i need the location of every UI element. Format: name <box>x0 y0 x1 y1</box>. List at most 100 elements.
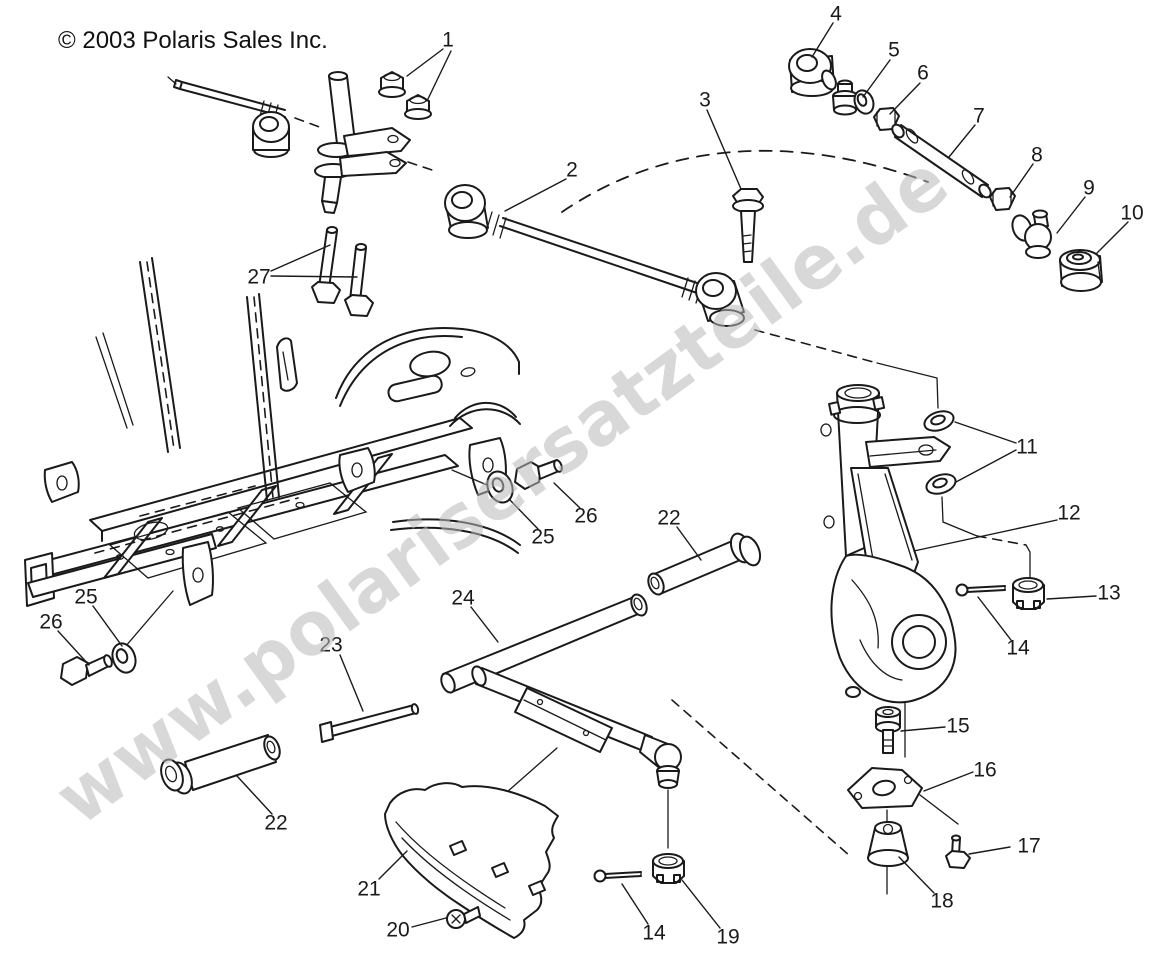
leader-line-10 <box>1096 221 1129 254</box>
leader-line-13 <box>1046 595 1097 600</box>
leader-line-27 <box>270 244 331 272</box>
bolt-17 <box>945 834 971 869</box>
leader-line-25 <box>508 498 539 530</box>
leader-line-8 <box>1009 163 1034 198</box>
bolt-26-right <box>514 459 563 490</box>
leader-line-26 <box>57 630 90 666</box>
callouts: 1234567891011121314151617181914202122222… <box>39 3 1143 949</box>
leader-line-7 <box>948 124 976 158</box>
leader-line-25 <box>92 605 123 647</box>
ball-joint-5 <box>832 79 875 116</box>
copyright-text: © 2003 Polaris Sales Inc. <box>58 27 328 54</box>
callout-label-17-16: 17 <box>1017 835 1040 858</box>
callout-label-6-5: 6 <box>917 62 929 85</box>
leader-line-11 <box>954 421 1017 444</box>
callout-label-9-8: 9 <box>1083 177 1095 200</box>
washer-25-left <box>111 642 137 674</box>
bolt-15 <box>875 706 901 754</box>
leader-line-16 <box>923 771 974 792</box>
leader-line-9 <box>1056 196 1086 234</box>
tie-rod-2 <box>444 184 745 327</box>
callout-label-3-2: 3 <box>699 89 711 112</box>
nut-8 <box>989 187 1016 211</box>
leader-line-16 <box>919 794 959 825</box>
leader-line-23 <box>339 654 364 712</box>
leader-line-6 <box>889 82 921 115</box>
callout-label-26-29: 26 <box>39 611 62 634</box>
bushing-10 <box>1059 249 1103 292</box>
nut-19 <box>652 853 685 884</box>
callout-label-5-4: 5 <box>888 39 900 62</box>
tie-rod-left <box>167 76 290 158</box>
cotter-pin-14-upper <box>955 583 1006 597</box>
callout-label-27-30: 27 <box>247 266 270 289</box>
callout-label-22-23: 22 <box>264 812 287 835</box>
leader-line-22 <box>236 775 273 815</box>
callout-label-26-27: 26 <box>574 505 597 528</box>
leader-line-27 <box>270 275 358 278</box>
leader-line-21 <box>378 850 408 880</box>
nuts-1 <box>378 71 432 120</box>
callout-label-25-28: 25 <box>74 586 97 609</box>
leader-line-3 <box>706 109 742 190</box>
leader-line-14 <box>977 596 1012 641</box>
shaft-23 <box>319 703 420 743</box>
leader-line-26 <box>553 482 581 509</box>
washers-11 <box>923 410 957 495</box>
plate-16 <box>847 767 923 809</box>
leader-line-1 <box>426 50 452 102</box>
callout-label-10-9: 10 <box>1120 202 1143 225</box>
callout-label-16-15: 16 <box>973 759 996 782</box>
steering-post <box>314 71 411 214</box>
leader-line-11 <box>955 449 1017 483</box>
rod-end-9 <box>1011 209 1052 259</box>
callout-label-14-13: 14 <box>1006 637 1030 660</box>
callout-label-24-25: 24 <box>451 587 475 610</box>
callout-label-20-20: 20 <box>386 919 409 942</box>
bushing-22-upper <box>647 532 762 596</box>
strut-knuckle <box>820 384 957 704</box>
tie-rod-shaft-7 <box>891 123 992 199</box>
callout-label-8-7: 8 <box>1031 144 1043 167</box>
washer-25-right <box>486 470 514 504</box>
guard-21 <box>384 782 559 939</box>
screw-20 <box>446 906 481 929</box>
leader-line-5 <box>862 59 891 98</box>
nut-13 <box>1012 577 1045 610</box>
callout-label-25-26: 25 <box>531 526 554 549</box>
rod-end-4 <box>788 48 837 97</box>
leader-line-12 <box>913 519 1058 552</box>
callout-label-21-21: 21 <box>357 878 380 901</box>
cotter-pin-14-lower <box>593 869 642 883</box>
watermark-text: www.polarisersatzteile.de <box>40 138 964 842</box>
leader-line-1 <box>406 48 444 77</box>
leader-line-24 <box>470 606 499 643</box>
bolts-27 <box>311 226 374 317</box>
leader-line-19 <box>681 879 721 929</box>
callout-label-22-22: 22 <box>657 507 680 530</box>
callout-label-19-18: 19 <box>716 926 739 949</box>
bushing-22-lower <box>160 734 281 795</box>
callout-label-15-14: 15 <box>946 715 969 738</box>
callout-label-18-17: 18 <box>930 890 953 913</box>
callout-label-14-19: 14 <box>642 922 666 945</box>
bolt-3 <box>732 188 764 263</box>
callout-label-2-1: 2 <box>566 159 578 182</box>
leader-line-22 <box>676 526 702 561</box>
callout-label-7-6: 7 <box>973 105 985 128</box>
leader-line-17 <box>968 846 1011 855</box>
callout-label-11-10: 11 <box>1016 436 1038 459</box>
leader-line-18 <box>898 856 935 894</box>
callout-label-13-12: 13 <box>1097 582 1120 605</box>
leader-line-4 <box>811 22 834 58</box>
frame-assembly <box>24 257 521 607</box>
callout-label-1-0: 1 <box>442 29 454 52</box>
leader-line-15 <box>900 726 946 732</box>
leader-line-2 <box>504 178 567 212</box>
callout-label-23-24: 23 <box>319 634 342 657</box>
callout-label-4-3: 4 <box>830 3 842 26</box>
callout-label-12-11: 12 <box>1057 502 1080 525</box>
nut-6 <box>873 107 900 131</box>
